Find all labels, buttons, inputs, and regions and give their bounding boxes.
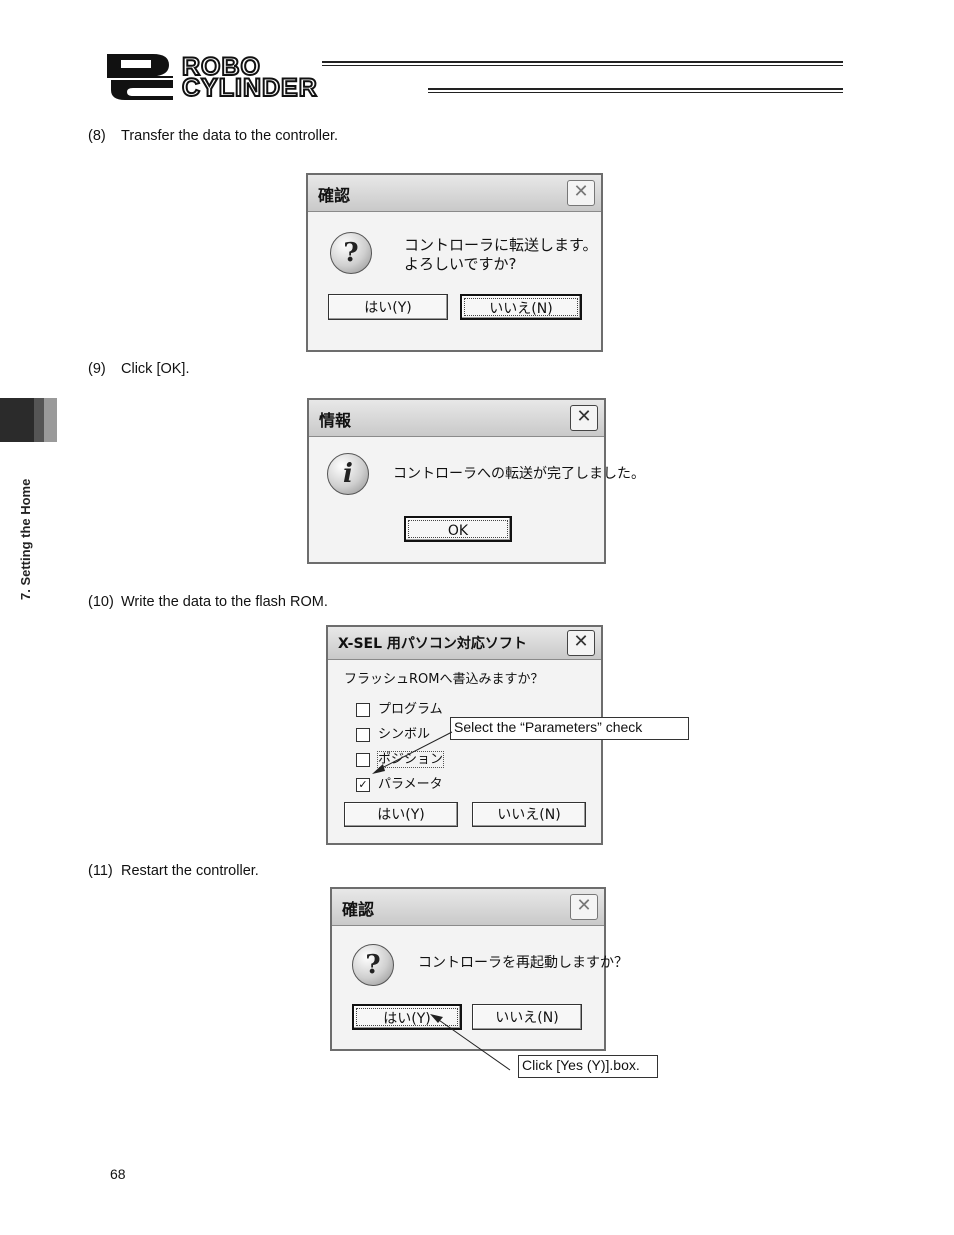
option-label: プログラム (378, 702, 443, 717)
step-text: Restart the controller. (121, 863, 259, 879)
restart-dialog: 確認 ✕ ? コントローラを再起動しますか？ はい(Y) いいえ(N) (330, 887, 628, 1051)
page-number: 68 (110, 1166, 126, 1182)
dialog-message-line2: よろしいですか? (404, 255, 517, 273)
parameters-arrow (377, 731, 453, 771)
step-9: (9) Click [OK]. (88, 361, 189, 377)
dialog-message: コントローラを再起動しますか？ (418, 955, 628, 971)
option-parameter[interactable]: ✓ パラメータ (356, 773, 443, 793)
dialog-message-line1: コントローラに転送します。 (404, 236, 598, 254)
yes-button[interactable]: はい(Y) (328, 294, 448, 320)
option-label: シンボル (378, 727, 431, 742)
option-position[interactable]: ポジション (356, 748, 445, 768)
close-icon[interactable]: ✕ (570, 405, 598, 431)
dialog-title: 情報 (319, 411, 352, 430)
parameters-arrowhead (372, 764, 385, 774)
dialog-titlebar: 確認 ✕ (332, 889, 604, 926)
step-number: (10) (88, 594, 114, 610)
dialog-title: 確認 (342, 900, 375, 919)
step-number: (9) (88, 361, 106, 377)
transfer-complete-dialog: 情報 ✕ i コントローラへの転送が完了しました。 OK (307, 398, 645, 564)
question-icon: ? (330, 232, 372, 274)
option-label: パラメータ (378, 777, 443, 792)
step-text: Click [OK]. (121, 361, 190, 377)
flash-rom-dialog: X-SEL 用パソコン対応ソフト ✕ フラッシュROMへ書込みますか？ プログラ… (326, 625, 603, 845)
rc-logo-mark (107, 54, 173, 100)
chapter-tab (0, 398, 57, 442)
header-rule-bottom (428, 88, 843, 93)
step-8: (8) Transfer the data to the controller. (88, 128, 338, 144)
yes-button[interactable]: はい(Y) (344, 802, 458, 827)
checkbox[interactable] (356, 752, 370, 767)
yes-click-callout: Click [Yes (Y)].box. (518, 1055, 658, 1078)
no-button[interactable]: いいえ(N) (460, 294, 582, 320)
step-text: Transfer the data to the controller. (121, 128, 339, 144)
yes-button[interactable]: はい(Y) (352, 1004, 462, 1030)
close-icon[interactable]: ✕ (570, 894, 598, 920)
checkbox[interactable] (356, 727, 370, 742)
step-number: (11) (88, 863, 113, 879)
option-program[interactable]: プログラム (356, 698, 443, 718)
dialog-titlebar: 確認 ✕ (308, 175, 601, 212)
close-icon[interactable]: ✕ (567, 630, 595, 656)
dialog-title: 確認 (318, 186, 351, 205)
header-rule-top (322, 61, 843, 66)
parameters-callout: Select the “Parameters” check (450, 717, 689, 740)
dialog-message: コントローラへの転送が完了しました。 (393, 466, 645, 482)
dialog-title: X-SEL 用パソコン対応ソフト (338, 636, 527, 652)
dialog-prompt: フラッシュROMへ書込みますか？ (344, 672, 544, 687)
yes-arrowhead (430, 1014, 443, 1023)
logo-text-robo: ROBO (181, 53, 261, 81)
info-icon: i (327, 453, 369, 495)
dialog-titlebar: 情報 ✕ (309, 400, 604, 437)
option-symbol[interactable]: シンボル (356, 723, 430, 743)
checkbox[interactable] (356, 702, 370, 717)
step-text: Write the data to the flash ROM. (121, 594, 328, 610)
close-icon[interactable]: ✕ (567, 180, 595, 206)
no-button[interactable]: いいえ(N) (472, 1004, 582, 1030)
dialog-titlebar: X-SEL 用パソコン対応ソフト ✕ (328, 627, 601, 660)
no-button[interactable]: いいえ(N) (472, 802, 586, 827)
step-number: (8) (88, 128, 106, 144)
ok-button[interactable]: OK (404, 516, 512, 542)
step-11: (11) Restart the controller. (88, 863, 259, 879)
confirm-transfer-dialog: 確認 ✕ ? コントローラに転送します。 よろしいですか? はい(Y) いいえ(… (306, 173, 603, 352)
step-10: (10) Write the data to the flash ROM. (88, 594, 328, 610)
checkmark-icon[interactable]: ✓ (356, 777, 370, 792)
question-icon: ? (352, 944, 394, 986)
logo-text-cylinder: CYLINDER (181, 74, 318, 102)
yes-arrow (435, 1017, 511, 1071)
option-label: ポジション (376, 751, 445, 768)
